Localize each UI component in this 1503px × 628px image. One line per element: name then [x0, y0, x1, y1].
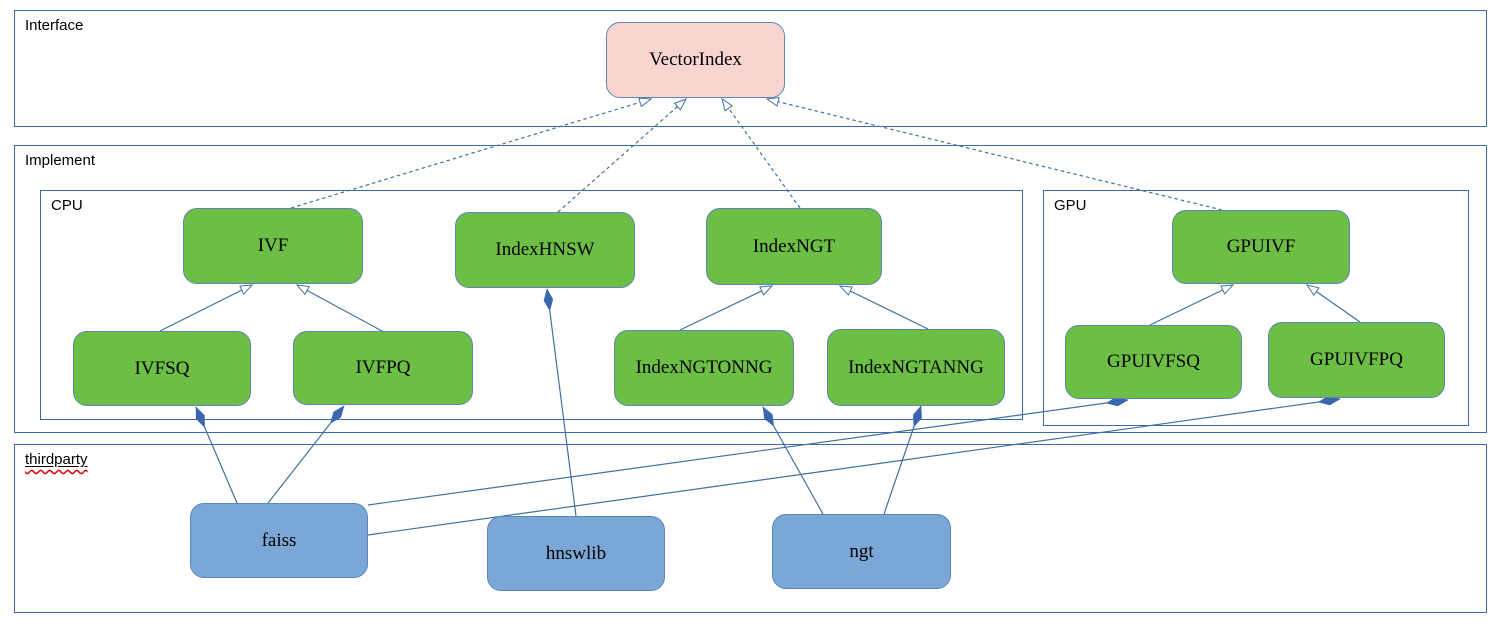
node-indexngt: IndexNGT: [706, 208, 882, 285]
node-gpuivfsq: GPUIVFSQ: [1065, 325, 1242, 399]
node-gpuivfpq-label: GPUIVFPQ: [1310, 349, 1403, 370]
node-gpuivfsq-label: GPUIVFSQ: [1107, 351, 1200, 372]
node-indexhnsw-label: IndexHNSW: [495, 239, 595, 260]
node-indexngt-label: IndexNGT: [752, 235, 836, 257]
container-implement-label: Implement: [25, 152, 96, 169]
container-interface-label: Interface: [25, 17, 84, 34]
node-ngt-label: ngt: [849, 540, 874, 562]
node-gpuivfpq: GPUIVFPQ: [1268, 322, 1445, 398]
node-gpuivf-label: GPUIVF: [1226, 236, 1296, 257]
node-ivf: IVF: [183, 208, 363, 284]
node-hnswlib: hnswlib: [487, 516, 665, 591]
node-hnswlib-label: hnswlib: [545, 542, 607, 564]
node-indexhnsw: IndexHNSW: [455, 212, 635, 288]
node-faiss: faiss: [190, 503, 368, 578]
node-ivf-label: IVF: [257, 235, 289, 256]
container-thirdparty-label: thirdparty: [25, 451, 88, 468]
container-gpu-label: GPU: [1054, 197, 1087, 214]
node-ivfsq: IVFSQ: [73, 331, 251, 406]
node-ivfpq-label: IVFPQ: [355, 357, 411, 378]
node-vectorindex-label: VectorIndex: [649, 49, 742, 70]
node-ivfsq-label: IVFSQ: [134, 357, 190, 379]
node-indexngtonng-label: IndexNGTONNG: [635, 357, 773, 378]
node-gpuivf: GPUIVF: [1172, 210, 1350, 284]
container-cpu-label: CPU: [51, 197, 83, 214]
node-faiss-label: faiss: [261, 529, 297, 551]
node-indexngtanng-label: IndexNGTANNG: [848, 356, 984, 378]
node-indexngtonng: IndexNGTONNG: [614, 330, 794, 406]
node-ivfpq: IVFPQ: [293, 331, 473, 405]
node-vectorindex: VectorIndex: [606, 22, 785, 98]
node-ngt: ngt: [772, 514, 951, 589]
node-indexngtanng: IndexNGTANNG: [827, 329, 1005, 406]
